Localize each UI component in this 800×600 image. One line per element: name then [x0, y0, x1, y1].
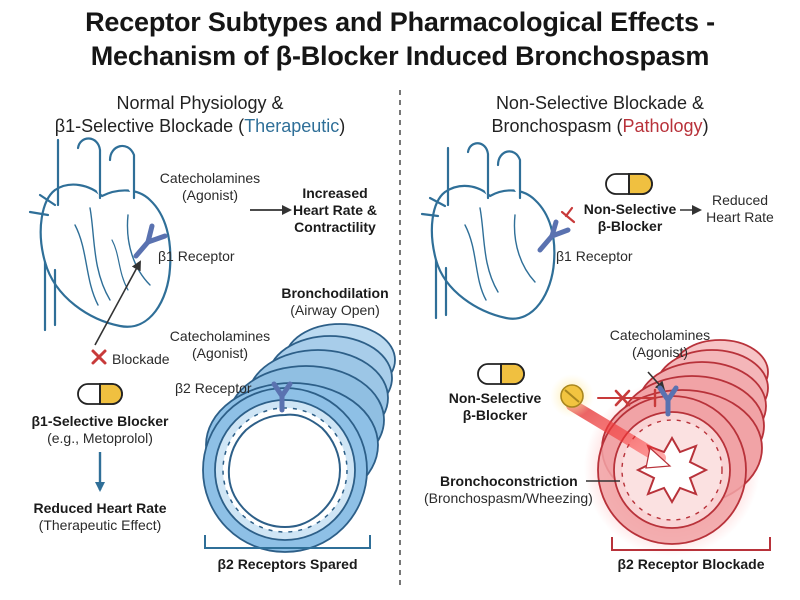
effect-line3: Contractility — [294, 219, 376, 235]
right-b1-receptor-label: β1 Receptor — [556, 248, 633, 264]
right-heading-line2: Bronchospasm (Pathology) — [420, 115, 780, 137]
bronchospasm-note-label: (Bronchospasm/Wheezing) — [424, 490, 593, 506]
left-agonist-mid: (Agonist) — [191, 345, 249, 361]
reduced-line2: Heart Rate — [706, 209, 774, 225]
right-catecholamines: Catecholamines — [609, 327, 711, 343]
b2-receptor-icon-left — [271, 381, 293, 413]
left-catecholamines-top: Catecholamines — [159, 170, 261, 186]
left-catecholamines-mid: Catecholamines — [169, 328, 271, 344]
left-heading-suffix: ) — [339, 116, 346, 136]
heart-illustration-left — [28, 137, 172, 332]
effect-line1: Increased — [302, 185, 368, 201]
airway-tube-right — [584, 339, 769, 556]
left-heading-line2: β1-Selective Blockade (Therapeutic) — [40, 115, 360, 137]
airway-tube-left — [202, 323, 396, 553]
right-blocker-top-line1: Non-Selective — [583, 201, 677, 217]
blocked-signal-icon — [597, 388, 657, 408]
blocker-beam — [566, 399, 666, 464]
right-heading-prefix: Bronchospasm ( — [491, 116, 623, 136]
blockade-x-icon — [91, 349, 107, 365]
left-heading-prefix: β1-Selective Blockade ( — [54, 116, 245, 136]
outcome-label: Reduced Heart Rate — [33, 500, 167, 516]
blockade-label: Blockade — [112, 351, 170, 367]
right-heading-line1: Non-Selective Blockade & — [495, 93, 705, 113]
spared-label: β2 Receptors Spared — [217, 556, 358, 572]
page-title-line1: Receptor Subtypes and Pharmacological Ef… — [85, 7, 715, 37]
left-b1-receptor-label: β1 Receptor — [158, 248, 235, 264]
capsule-icon-right-top — [605, 173, 653, 195]
left-heading-highlight: Therapeutic — [244, 116, 340, 136]
airway-open-label: (Airway Open) — [290, 302, 380, 318]
receptor-blockade-label: β2 Receptor Blockade — [617, 556, 765, 572]
left-agonist-top: (Agonist) — [181, 187, 239, 203]
blocker-example-label: (e.g., Metoprolol) — [47, 430, 153, 446]
blockade-arrow — [94, 260, 141, 346]
bronchoconstriction-label: Bronchoconstriction — [440, 473, 578, 489]
right-blocker-mid-line1: Non-Selective — [448, 390, 542, 406]
left-b2-receptor-label: β2 Receptor — [175, 380, 252, 396]
block-mark-icon-top — [560, 206, 576, 224]
page-title-line2: Mechanism of β-Blocker Induced Bronchosp… — [90, 41, 710, 71]
blockade-bracket — [611, 537, 771, 551]
bronchodilation-label: Bronchodilation — [281, 285, 389, 301]
outcome-note-label: (Therapeutic Effect) — [38, 517, 162, 533]
right-blocker-top-line2: β-Blocker — [597, 218, 663, 234]
b1-receptor-icon-left — [133, 223, 168, 259]
b2-receptor-icon-right — [657, 385, 679, 417]
capsule-icon-left — [77, 383, 123, 405]
left-heading-line1: Normal Physiology & — [116, 93, 284, 113]
right-heading-suffix: ) — [702, 116, 709, 136]
capsule-icon-right-mid — [477, 363, 525, 385]
beam-arrowhead — [645, 446, 672, 469]
reduced-line1: Reduced — [711, 192, 769, 208]
right-agonist: (Agonist) — [631, 344, 689, 360]
b1-receptor-icon-right — [537, 219, 571, 253]
heart-illustration-right — [420, 142, 556, 320]
blocker-name-label: β1-Selective Blocker — [31, 413, 169, 429]
right-heading-highlight: Pathology — [622, 116, 703, 136]
blocker-pill-icon — [550, 374, 594, 418]
spared-bracket — [204, 535, 371, 549]
effect-line2: Heart Rate & — [292, 202, 378, 218]
right-blocker-mid-line2: β-Blocker — [462, 407, 528, 423]
